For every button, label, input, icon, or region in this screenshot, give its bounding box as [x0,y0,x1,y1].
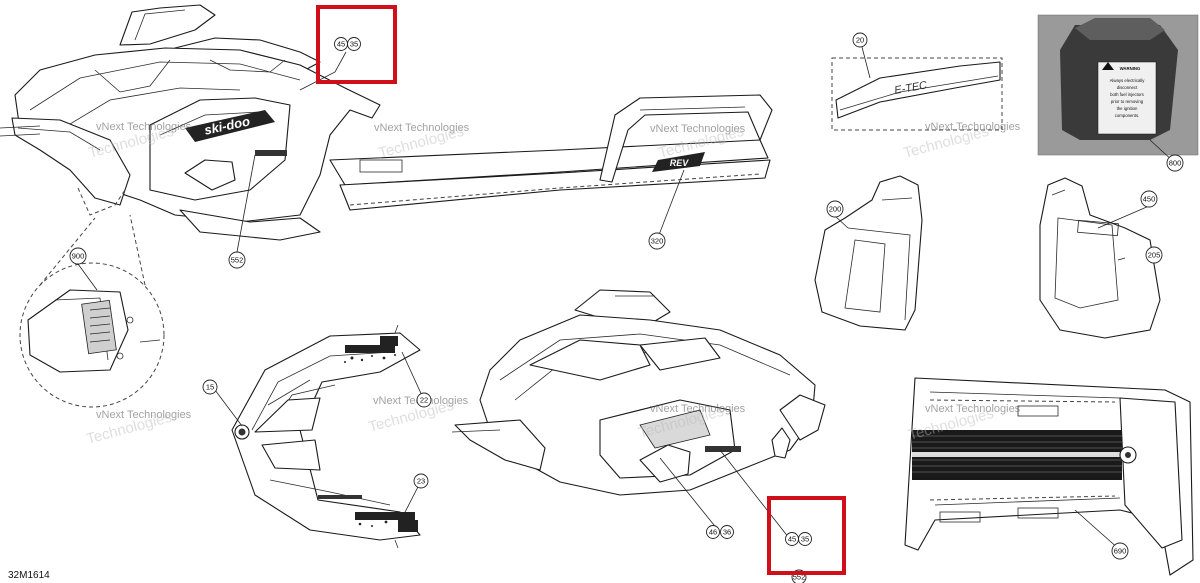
warning-line-2: disconnect [1117,85,1138,90]
hood-front-view [231,324,421,549]
callout-552a[interactable]: 552 [228,251,246,269]
watermark-text: vNext Technologies [96,409,192,421]
callout-900[interactable]: 900 [69,247,87,265]
svg-text:45: 45 [788,535,796,544]
svg-text:46: 46 [709,528,717,537]
callout-15[interactable]: 15 [202,379,218,395]
svg-text:20: 20 [856,36,864,45]
svg-text:36: 36 [723,528,731,537]
watermark-text: vNext Technologies [650,123,746,135]
detail-circle-900 [19,214,165,408]
callout-45b[interactable]: 45 [785,532,799,546]
warning-line-1: Always electrically [1110,78,1146,83]
watermark-text: vNext Technologies [650,403,746,415]
photo-part-800: WARNING Always electrically disconnect b… [1037,14,1199,156]
svg-text:23: 23 [417,477,425,486]
callout-36[interactable]: 36 [720,525,734,539]
rev-decal-text: REV [670,158,690,168]
side-view-snowmobile: ski-doo REV [0,4,773,241]
warning-line-4: prior to removing [1111,99,1144,104]
etec-decal-text: E-TEC [893,79,928,97]
watermark-text: vNext Technologies [925,121,1021,133]
warning-line-3: both fuel injectors [1110,92,1144,97]
small-decal-552 [255,150,287,156]
tunnel-top-690 [904,377,1194,576]
callout-46[interactable]: 46 [706,525,720,539]
svg-text:900: 900 [72,252,85,261]
callout-35a[interactable]: 35 [347,37,361,51]
callout-690[interactable]: 690 [1111,542,1129,560]
etec-decal: E-TEC [893,79,928,97]
svg-text:15: 15 [206,383,214,392]
svg-text:22: 22 [420,396,428,405]
detail-box-20: E-TEC [831,57,1003,131]
svg-text:800: 800 [1169,159,1182,168]
callout-450[interactable]: 450 [1140,190,1158,208]
callout-20[interactable]: 20 [852,32,868,48]
svg-text:450: 450 [1143,195,1156,204]
rev-decal-tunnel: REV [652,152,705,172]
callout-45a[interactable]: 45 [334,37,348,51]
svg-text:690: 690 [1114,547,1127,556]
callout-205[interactable]: 205 [1145,246,1163,264]
side-panel-left-200 [814,175,923,331]
three-quarter-view-snowmobile [451,289,826,496]
warning-title: WARNING [1120,66,1141,71]
watermark-text: vNext Technologies [374,122,470,134]
warning-label [1097,61,1157,135]
callout-35b[interactable]: 35 [798,532,812,546]
svg-text:35: 35 [801,535,809,544]
svg-text:200: 200 [829,205,842,214]
svg-text:205: 205 [1148,251,1161,260]
svg-text:320: 320 [651,237,664,246]
svg-text:552: 552 [231,256,244,265]
side-panel-right-205 [1039,177,1161,339]
warning-line-6: components. [1115,113,1140,118]
watermark-text: vNext Technologies [925,403,1021,415]
highlight-box-bottom [767,496,846,575]
callout-320[interactable]: 320 [648,232,666,250]
svg-text:45: 45 [337,40,345,49]
callout-23[interactable]: 23 [413,473,429,489]
highlight-box-top [316,5,397,84]
figure-code: 32M1614 [8,570,50,581]
callout-200[interactable]: 200 [826,200,844,218]
callout-22[interactable]: 22 [416,392,432,408]
svg-text:552: 552 [793,573,806,582]
watermark-text: vNext Technologies [96,121,192,133]
svg-text:35: 35 [350,40,358,49]
callout-800[interactable]: 800 [1166,154,1184,172]
warning-line-5: the ignition [1117,106,1138,111]
